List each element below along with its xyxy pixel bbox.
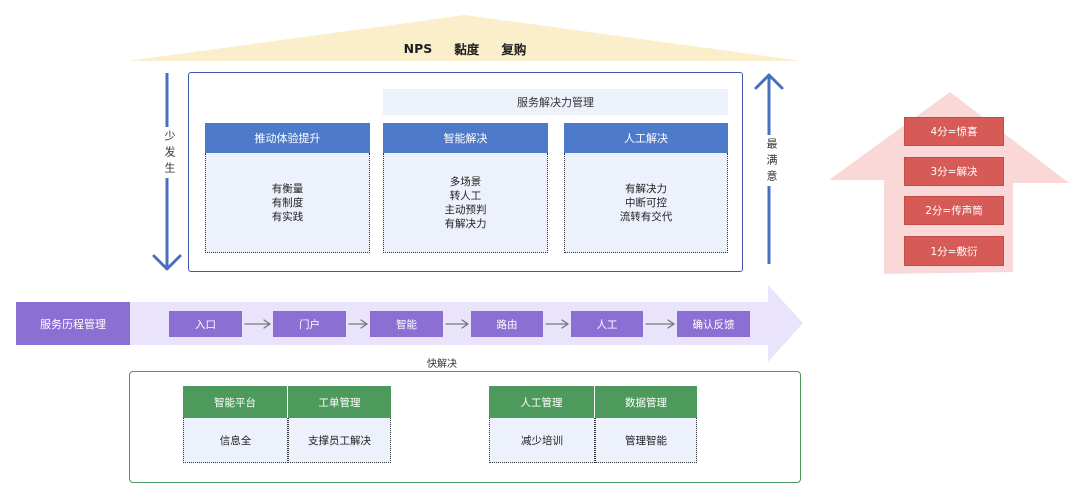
down-arrow-head [152,254,182,271]
column-line: 有解决力 [444,217,487,230]
group-header-ticket: 工单管理 [288,386,391,418]
column-body-smart: 多场景 转人工 主动预判 有解决力 [383,153,548,253]
column-header-experience: 推动体验提升 [205,123,370,153]
step-smart: 智能 [370,311,443,337]
column-line: 中断可控 [625,196,667,209]
group-body-data: 管理智能 [595,418,697,463]
column-line: 有解决力 [625,182,667,195]
column-line: 转人工 [449,189,482,202]
column-header-smart: 智能解决 [383,123,548,153]
column-body-experience: 有衡量 有制度 有实践 [205,153,370,253]
down-arrow-label: 少发生 [160,127,178,178]
step-routing: 路由 [471,311,543,337]
step-portal: 门户 [273,311,346,337]
step-manual: 人工 [571,311,643,337]
step-connector-3-head [461,319,469,329]
column-line: 流转有交代 [619,210,673,223]
column-line: 多场景 [449,175,482,188]
column-line: 有实践 [271,210,304,223]
group-header-staff: 人工管理 [489,386,594,418]
banner-item-repurchase: 复购 [501,41,527,57]
up-arrow-head [754,73,784,90]
group-body-smart-platform: 信息全 [183,418,288,463]
banner-metrics: NPS 黏度 复购 [340,38,590,58]
column-header-manual: 人工解决 [564,123,728,153]
step-feedback: 确认反馈 [677,311,750,337]
step-connector-2-head [360,319,368,329]
column-line: 有衡量 [271,182,304,195]
score-4: 4分=惊喜 [904,117,1004,146]
group-header-smart-platform: 智能平台 [183,386,287,418]
step-entry: 入口 [169,311,242,337]
journey-label: 服务历程管理 [16,302,130,345]
up-arrow-label: 最满意 [762,135,780,186]
group-header-data: 数据管理 [595,386,697,418]
banner-item-stickiness: 黏度 [454,41,480,57]
column-line: 有制度 [271,196,304,209]
column-body-manual: 有解决力 中断可控 流转有交代 [564,153,728,253]
step-connector-4-head [561,319,569,329]
score-3: 3分=解决 [904,157,1004,186]
group-body-staff: 减少培训 [489,418,595,463]
score-2: 2分=传声筒 [904,196,1004,225]
score-1: 1分=敷衍 [904,236,1004,266]
step-connector-1-head [263,319,271,329]
resolution-title: 服务解决力管理 [383,89,728,115]
quick-resolution-label: 快解决 [427,359,457,370]
group-body-ticket: 支撑员工解决 [288,418,391,463]
column-line: 主动预判 [444,203,487,216]
roof-banner [128,15,802,61]
step-connector-5-head [667,319,675,329]
banner-item-nps: NPS [403,40,433,56]
